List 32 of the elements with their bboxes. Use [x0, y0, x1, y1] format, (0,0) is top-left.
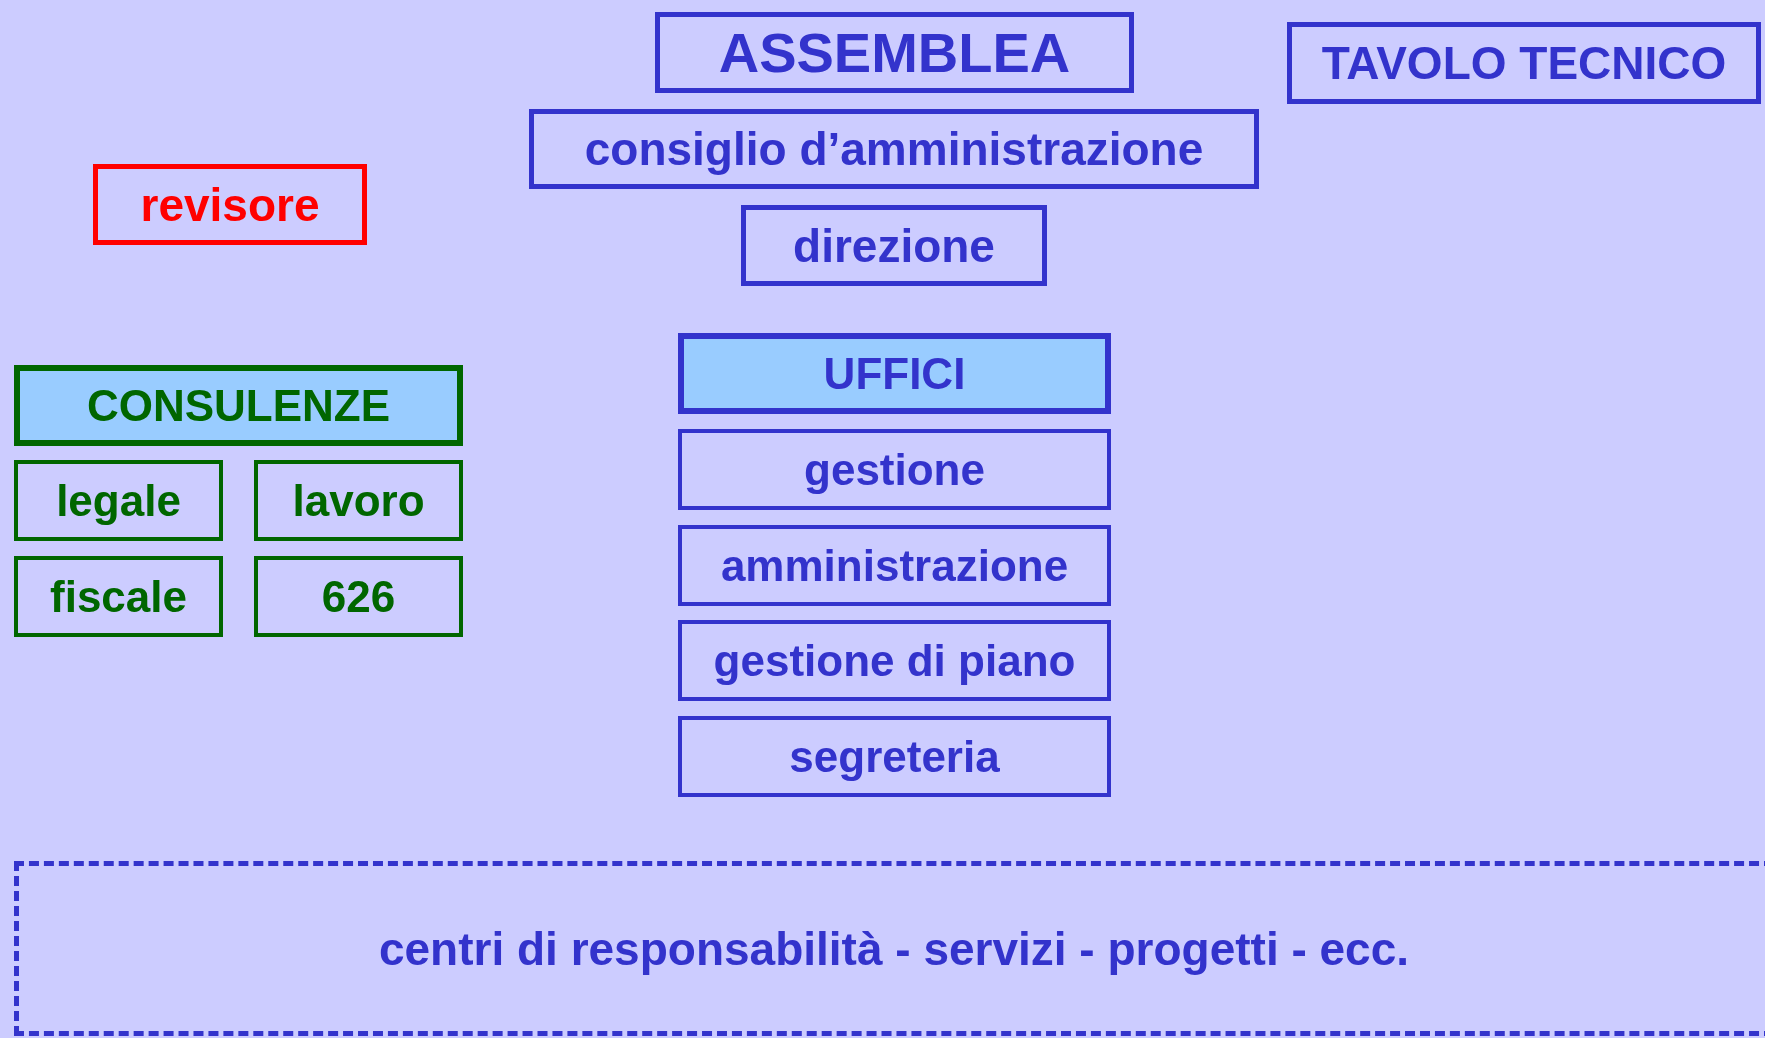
- box-label: lavoro: [292, 475, 425, 526]
- box-label: centri di responsabilità - servizi - progetti - ecc.: [378, 921, 1410, 976]
- unit-box: [678, 525, 1111, 606]
- unit-box: [14, 460, 223, 541]
- box-label: amministrazione: [720, 540, 1069, 591]
- box-label: consiglio d’amministrazione: [584, 122, 1204, 176]
- unit-box: [14, 556, 223, 637]
- org-box: [529, 109, 1259, 189]
- header-box: [678, 333, 1111, 414]
- org-box: [741, 205, 1047, 286]
- unit-box: [678, 620, 1111, 701]
- box-label: legale: [56, 475, 181, 526]
- org-box: [93, 164, 367, 245]
- box-label: 626: [321, 571, 396, 622]
- box-label: ASSEMBLEA: [718, 20, 1071, 85]
- box-label: segreteria: [789, 731, 1000, 782]
- unit-box: [254, 556, 463, 637]
- box-label: direzione: [793, 218, 995, 273]
- box-label: CONSULENZE: [86, 380, 391, 431]
- box-label: fiscale: [50, 571, 187, 622]
- box-label: gestione di piano: [713, 635, 1076, 686]
- box-label: TAVOLO TECNICO: [1321, 36, 1727, 90]
- unit-box: [678, 716, 1111, 797]
- dashed-region: [14, 861, 1765, 1036]
- unit-box: [254, 460, 463, 541]
- unit-box: [678, 429, 1111, 510]
- box-label: gestione: [804, 444, 985, 495]
- box-label: revisore: [140, 177, 320, 232]
- header-box: [14, 365, 463, 446]
- title-box: [655, 12, 1134, 93]
- side-box: [1287, 22, 1761, 104]
- box-label: UFFICI: [823, 348, 966, 399]
